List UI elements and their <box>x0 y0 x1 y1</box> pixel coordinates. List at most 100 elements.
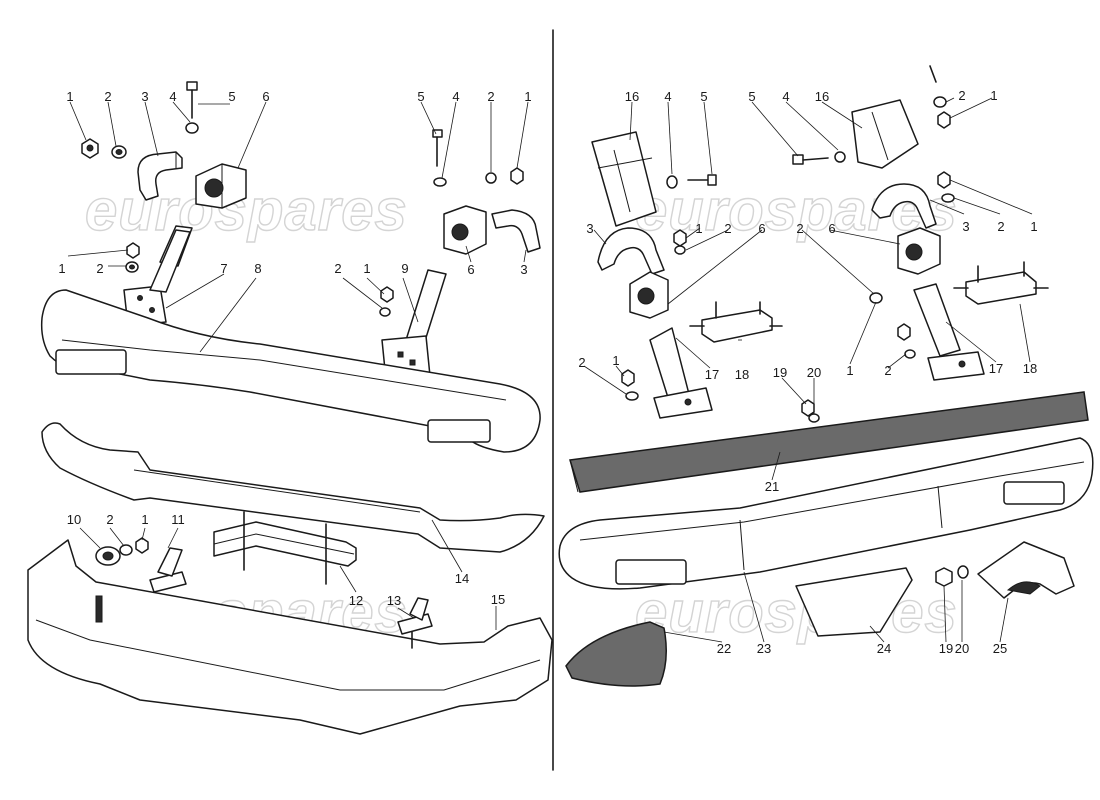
washer-part-2-r2 <box>674 245 686 255</box>
support-arm-part-9 <box>381 269 447 381</box>
label-5: 5 <box>228 89 235 104</box>
label-4: 4 <box>452 89 459 104</box>
washer-part-4-r <box>666 175 678 189</box>
label-5: 5 <box>700 89 707 104</box>
washer-part-2-bottom <box>119 544 133 556</box>
nut-part-1-r-m <box>897 323 911 341</box>
nut-part-1-r-top <box>937 111 951 129</box>
left-front-bumper-assembly: 1 2 3 4 5 6 5 4 2 1 1 2 7 8 2 1 9 6 3 10… <box>27 81 553 735</box>
label-1: 1 <box>66 89 73 104</box>
washer-part-2-r-m2 <box>904 349 916 359</box>
washer-part-2-mid <box>379 307 391 317</box>
washer-part-20-top <box>808 413 820 423</box>
stud-bolt <box>929 65 937 83</box>
washer-part-4-r2 <box>834 151 846 163</box>
washer-part-2-r-top <box>933 96 947 108</box>
leader-lines-left <box>67 101 529 630</box>
clamp-part-3-r-right <box>871 183 937 229</box>
label-2: 2 <box>724 221 731 236</box>
washer-part-4-right <box>433 177 447 187</box>
label-1: 1 <box>141 512 148 527</box>
label-22: 22 <box>717 641 731 656</box>
labels-right: 16 4 5 5 4 16 2 1 3 1 2 6 2 6 3 2 1 18 1… <box>578 88 1037 656</box>
label-20: 20 <box>955 641 969 656</box>
label-8: 8 <box>254 261 261 276</box>
label-1: 1 <box>612 353 619 368</box>
washer-part-2-lower <box>125 261 139 273</box>
label-19: 19 <box>939 641 953 656</box>
support-arm-part-17-right <box>913 283 985 381</box>
nut-part-1-right <box>510 167 524 185</box>
label-1: 1 <box>363 261 370 276</box>
nut-part-1-lower <box>126 242 140 259</box>
right-rear-bumper-assembly: 16 4 5 5 4 16 2 1 3 1 2 6 2 6 3 2 1 18 1… <box>558 65 1094 687</box>
label-2: 2 <box>884 363 891 378</box>
nut-part-1-r-side <box>937 171 951 189</box>
label-2: 2 <box>104 89 111 104</box>
label-1: 1 <box>1030 219 1037 234</box>
nut-part-10 <box>95 546 121 566</box>
label-25: 25 <box>993 641 1007 656</box>
label-17: 17 <box>989 361 1003 376</box>
label-5: 5 <box>748 89 755 104</box>
support-arm-part-17-left <box>649 327 713 419</box>
washer-part-20-bottom <box>957 565 969 579</box>
label-19: 19 <box>773 365 787 380</box>
label-13: 13 <box>387 593 401 608</box>
mount-block-part-18-left <box>689 301 783 343</box>
label-16: 16 <box>815 89 829 104</box>
spoiler-part-15 <box>27 539 553 735</box>
bracket-part-11 <box>149 547 187 593</box>
label-7: 7 <box>220 261 227 276</box>
label-1: 1 <box>695 221 702 236</box>
bracket-part-25 <box>977 541 1075 599</box>
label-20: 20 <box>807 365 821 380</box>
washer-part-2-r-l <box>625 391 639 401</box>
label-2: 2 <box>487 89 494 104</box>
clamp-part-3-r-left <box>597 227 665 275</box>
label-2: 2 <box>106 512 113 527</box>
label-6: 6 <box>262 89 269 104</box>
bolt-part-5-r2 <box>792 154 829 165</box>
nut-part-1-mid <box>380 286 394 303</box>
label-16: 16 <box>625 89 639 104</box>
clamp-part-3 <box>137 151 183 201</box>
label-2: 2 <box>96 261 103 276</box>
washer-part-2-r-side <box>941 193 955 203</box>
mount-block-part-18-right <box>953 261 1049 305</box>
label-14: 14 <box>455 571 469 586</box>
label-4: 4 <box>664 89 671 104</box>
label-1: 1 <box>524 89 531 104</box>
bolt-part-5 <box>186 81 198 119</box>
corner-cover-part-22 <box>565 621 667 687</box>
washer-part-2-right <box>485 172 497 184</box>
rubber-bush-part-6 <box>195 163 247 209</box>
label-2: 2 <box>997 219 1004 234</box>
bracket-part-16-right <box>851 99 919 169</box>
nut-part-19-bottom <box>935 567 953 587</box>
label-3: 3 <box>520 262 527 277</box>
label-24: 24 <box>877 641 891 656</box>
label-9: 9 <box>401 261 408 276</box>
bracket-part-16-left <box>591 131 657 227</box>
label-18: 18 <box>1023 361 1037 376</box>
washer-part-2-r-m <box>869 292 883 304</box>
label-3: 3 <box>141 89 148 104</box>
washer-part-4 <box>185 122 199 134</box>
label-11: 11 <box>171 512 185 527</box>
label-2: 2 <box>958 88 965 103</box>
plate-part-24 <box>795 567 913 637</box>
rubber-bush-part-6-r-right <box>897 227 941 275</box>
bolt-part-5-r <box>687 174 717 186</box>
label-5: 5 <box>417 89 424 104</box>
label-2: 2 <box>578 355 585 370</box>
label-23: 23 <box>757 641 771 656</box>
grille-band-part-14 <box>41 422 545 553</box>
nut-part-1-r-l <box>621 369 635 387</box>
rubber-strip-part-21 <box>569 391 1089 493</box>
label-6: 6 <box>828 221 835 236</box>
spring-mount-part-12 <box>213 511 357 585</box>
nut-part-1-bottom <box>135 537 149 554</box>
leader-lines-right <box>583 97 1033 643</box>
